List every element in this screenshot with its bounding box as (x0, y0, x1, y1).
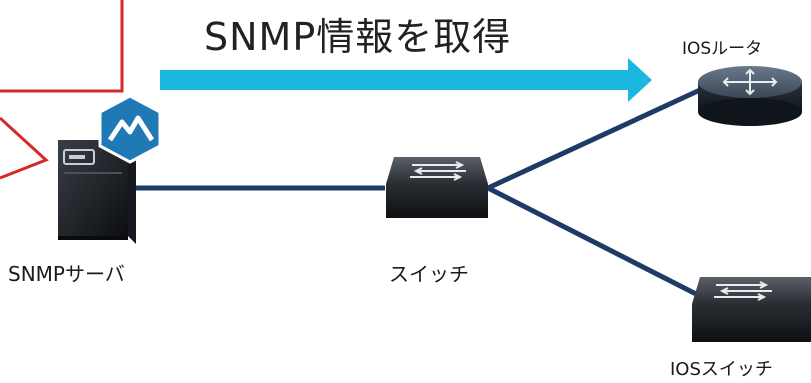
server-label: SNMPサーバ (8, 262, 125, 286)
router-label: IOSルータ (682, 39, 763, 59)
snmp-arrow (160, 58, 652, 102)
monitoring-badge-icon (98, 94, 162, 164)
switch-icon (386, 157, 488, 218)
router-icon (698, 66, 802, 126)
server-icon (58, 140, 136, 244)
ios-switch-icon (692, 277, 811, 342)
switch-label: スイッチ (389, 262, 469, 286)
diagram-title: SNMP情報を取得 (204, 15, 512, 59)
link-switch-ios-switch (486, 185, 702, 299)
callout-pointer (0, 116, 49, 180)
ios-switch-label: IOSスイッチ (670, 359, 773, 380)
link-switch-router (486, 87, 702, 191)
callout-box (0, 0, 124, 93)
